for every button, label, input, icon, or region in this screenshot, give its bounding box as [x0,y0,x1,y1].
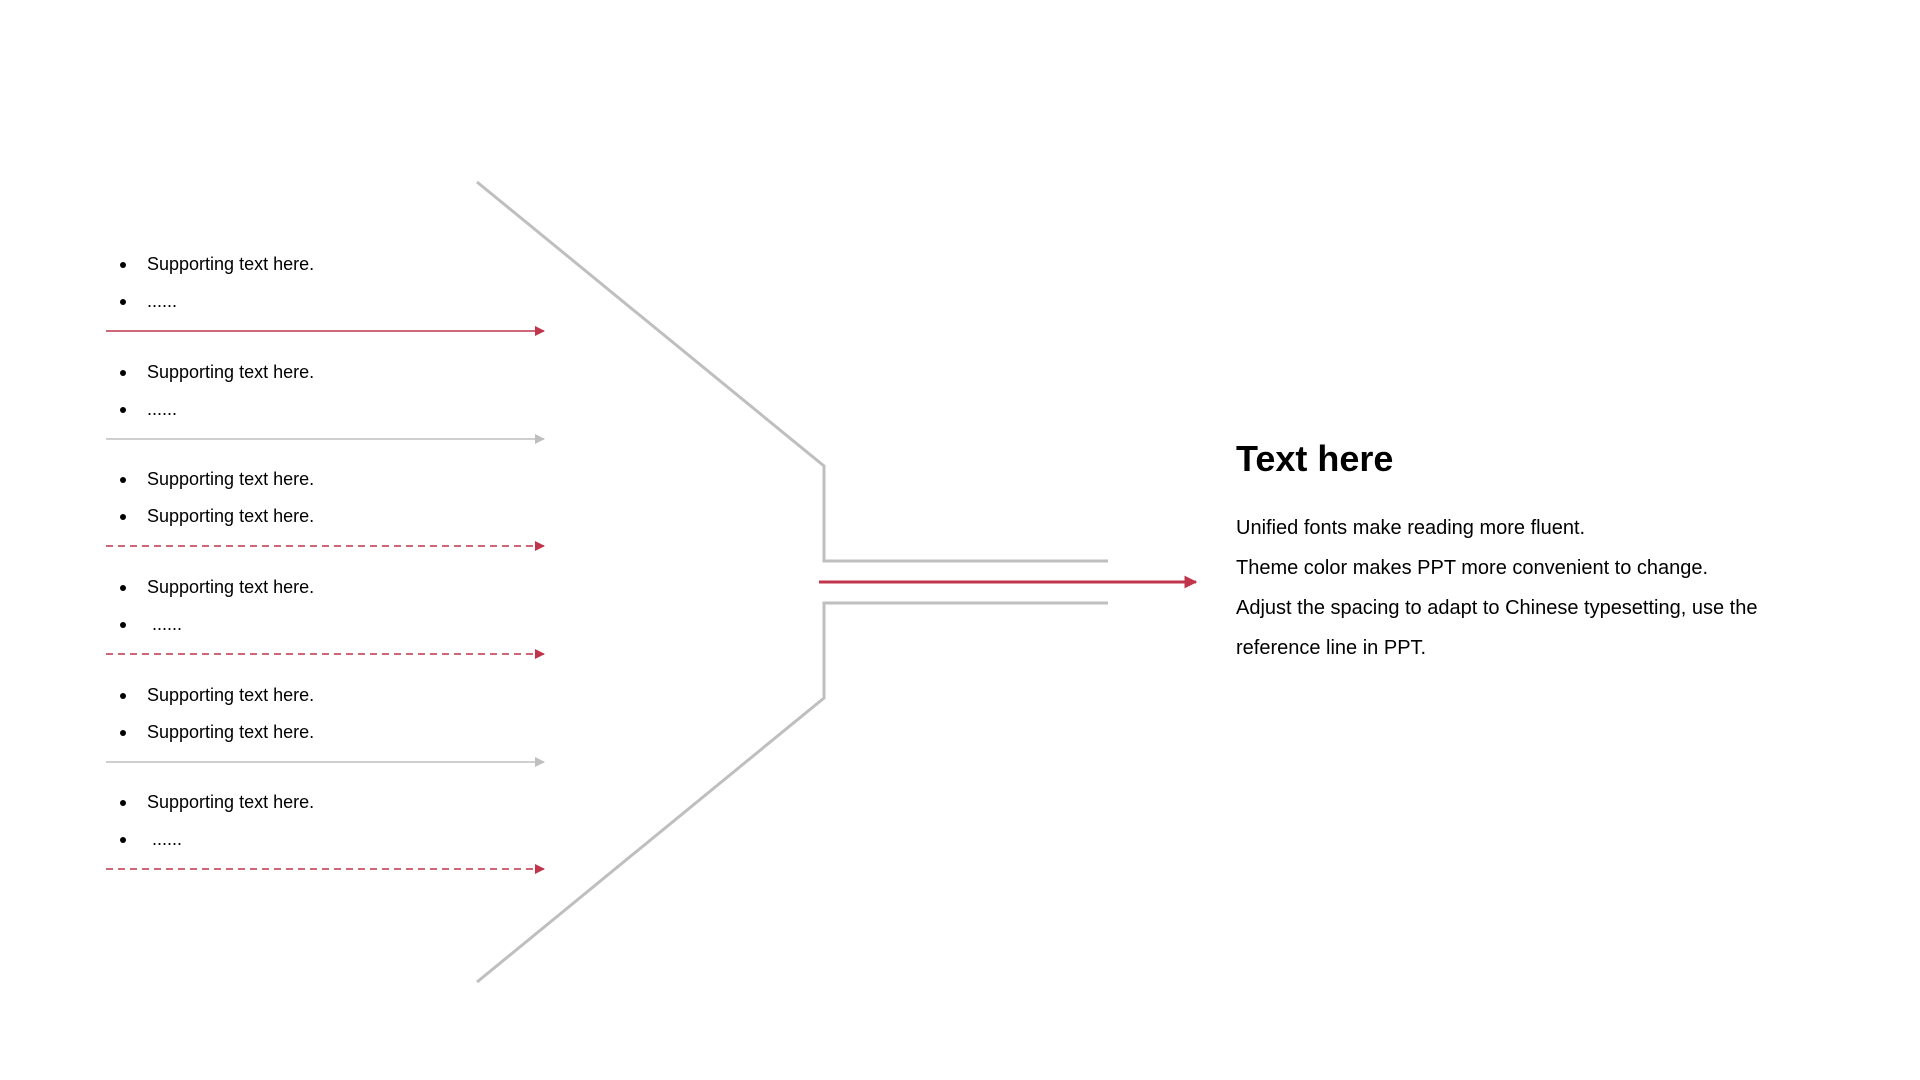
list-item: ...... [106,821,546,858]
list-item: Supporting text here. [106,569,546,606]
main-description: Unified fonts make reading more fluent. … [1236,508,1796,668]
input-group-2: Supporting text here. ...... [106,354,546,428]
list-item-text: Supporting text here. [147,362,315,382]
list-item: Supporting text here. [106,677,546,714]
bullet-list: Supporting text here. ...... [106,246,546,320]
bullet-list: Supporting text here. Supporting text he… [106,677,546,751]
input-group-4: Supporting text here. ...... [106,569,546,643]
funnel-upper-line [476,180,1108,563]
input-group-5: Supporting text here. Supporting text he… [106,677,546,751]
input-arrows [106,326,545,874]
bullet-dot-icon [120,729,126,736]
list-item: ...... [106,283,546,320]
description-line: Adjust the spacing to adapt to Chinese t… [1236,597,1758,619]
bullet-dot-icon [120,261,126,268]
list-item-text: Supporting text here. [147,792,315,812]
input-group-6: Supporting text here. ...... [106,784,546,858]
list-item-text: Supporting text here. [147,254,315,274]
list-item-text: Supporting text here. [147,469,315,489]
bullet-dot-icon [120,692,126,699]
list-item-text: Supporting text here. [147,577,315,597]
list-item-text: ...... [147,291,178,311]
input-group-3: Supporting text here. Supporting text he… [106,461,546,535]
list-item: ...... [106,606,546,643]
funnel-lower-line [476,601,1108,984]
bullet-dot-icon [120,406,126,413]
bullet-dot-icon [120,298,126,305]
description-line: Theme color makes PPT more convenient to… [1236,557,1709,579]
list-item: Supporting text here. [106,498,546,535]
list-item: Supporting text here. [106,246,546,283]
list-item: Supporting text here. [106,461,546,498]
bullet-dot-icon [120,584,126,591]
bullet-dot-icon [120,621,126,628]
bullet-dot-icon [120,513,126,520]
bullet-list: Supporting text here. Supporting text he… [106,461,546,535]
bullet-list: Supporting text here. ...... [106,354,546,428]
list-item: ...... [106,391,546,428]
list-item: Supporting text here. [106,714,546,751]
description-line: reference line in PPT. [1236,637,1427,659]
main-title: Text here [1236,438,1394,479]
list-item: Supporting text here. [106,354,546,391]
list-item-text: Supporting text here. [147,722,315,742]
list-item-text: ...... [147,614,183,634]
bullet-dot-icon [120,836,126,843]
list-item-text: ...... [147,829,183,849]
list-item-text: Supporting text here. [147,506,315,526]
description-line: Unified fonts make reading more fluent. [1236,517,1586,539]
input-group-1: Supporting text here. ...... [106,246,546,320]
bullet-dot-icon [120,476,126,483]
list-item: Supporting text here. [106,784,546,821]
bullet-list: Supporting text here. ...... [106,569,546,643]
bullet-dot-icon [120,799,126,806]
list-item-text: ...... [147,399,178,419]
list-item-text: Supporting text here. [147,685,315,705]
bullet-list: Supporting text here. ...... [106,784,546,858]
bullet-dot-icon [120,369,126,376]
